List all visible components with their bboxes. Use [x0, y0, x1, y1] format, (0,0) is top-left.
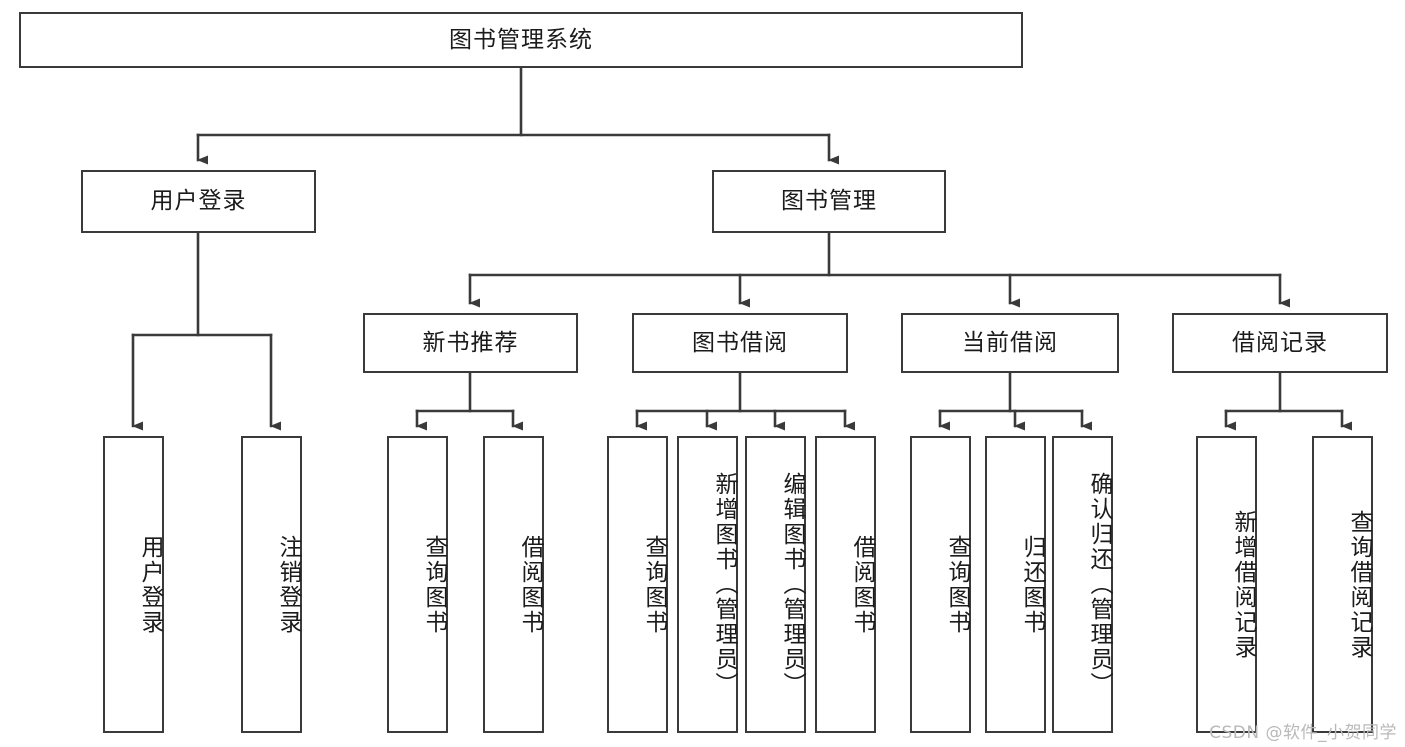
node-leaf-query-book-2-label: 查询图书 [641, 534, 667, 635]
node-leaf-query-book-1[interactable]: 查询图书 [387, 436, 448, 733]
node-book-borrow-label: 图书借阅 [692, 329, 788, 356]
node-leaf-query-book-3[interactable]: 查询图书 [910, 436, 971, 733]
node-leaf-borrow-book-2[interactable]: 借阅图书 [815, 436, 876, 733]
node-leaf-return-book[interactable]: 归还图书 [985, 436, 1046, 733]
node-book-management-label: 图书管理 [781, 188, 877, 214]
node-leaf-add-book-admin-label: 新增图书（管理员） [711, 472, 737, 697]
node-leaf-borrow-book-2-label: 借阅图书 [849, 534, 875, 635]
node-new-book-recommend-label: 新书推荐 [422, 329, 519, 356]
node-leaf-query-book-1-label: 查询图书 [421, 534, 447, 635]
node-root-label: 图书管理系统 [449, 26, 593, 53]
node-leaf-logout[interactable]: 注销登录 [241, 436, 302, 733]
node-leaf-confirm-return-admin-label: 确认归还（管理员） [1086, 472, 1112, 697]
node-book-borrow[interactable]: 图书借阅 [632, 313, 848, 373]
node-leaf-query-book-3-label: 查询图书 [944, 534, 970, 635]
node-new-book-recommend[interactable]: 新书推荐 [363, 313, 578, 373]
node-leaf-add-borrow-record[interactable]: 新增借阅记录 [1196, 436, 1257, 733]
node-book-management[interactable]: 图书管理 [712, 170, 946, 233]
node-current-borrow[interactable]: 当前借阅 [901, 313, 1119, 373]
node-leaf-logout-label: 注销登录 [275, 534, 301, 635]
node-current-borrow-label: 当前借阅 [962, 329, 1058, 356]
node-leaf-query-borrow-record-label: 查询借阅记录 [1346, 509, 1372, 660]
node-leaf-add-borrow-record-label: 新增借阅记录 [1230, 509, 1256, 660]
node-leaf-user-login[interactable]: 用户登录 [103, 436, 164, 733]
node-leaf-confirm-return-admin[interactable]: 确认归还（管理员） [1052, 436, 1113, 733]
node-leaf-add-book-admin[interactable]: 新增图书（管理员） [677, 436, 738, 733]
node-borrow-record[interactable]: 借阅记录 [1172, 313, 1388, 373]
node-leaf-return-book-label: 归还图书 [1019, 534, 1045, 635]
node-leaf-borrow-book-1-label: 借阅图书 [517, 534, 543, 635]
node-leaf-edit-book-admin[interactable]: 编辑图书（管理员） [745, 436, 806, 733]
node-leaf-borrow-book-1[interactable]: 借阅图书 [483, 436, 544, 733]
node-user-login-label: 用户登录 [150, 188, 247, 214]
node-leaf-query-borrow-record[interactable]: 查询借阅记录 [1312, 436, 1373, 733]
node-leaf-query-book-2[interactable]: 查询图书 [607, 436, 668, 733]
csdn-watermark: CSDN @软件_小贺同学 [1209, 723, 1397, 743]
node-user-login[interactable]: 用户登录 [81, 170, 316, 233]
node-borrow-record-label: 借阅记录 [1232, 329, 1328, 356]
node-leaf-user-login-label: 用户登录 [137, 534, 163, 635]
node-leaf-edit-book-admin-label: 编辑图书（管理员） [779, 472, 805, 697]
node-root[interactable]: 图书管理系统 [19, 12, 1023, 68]
